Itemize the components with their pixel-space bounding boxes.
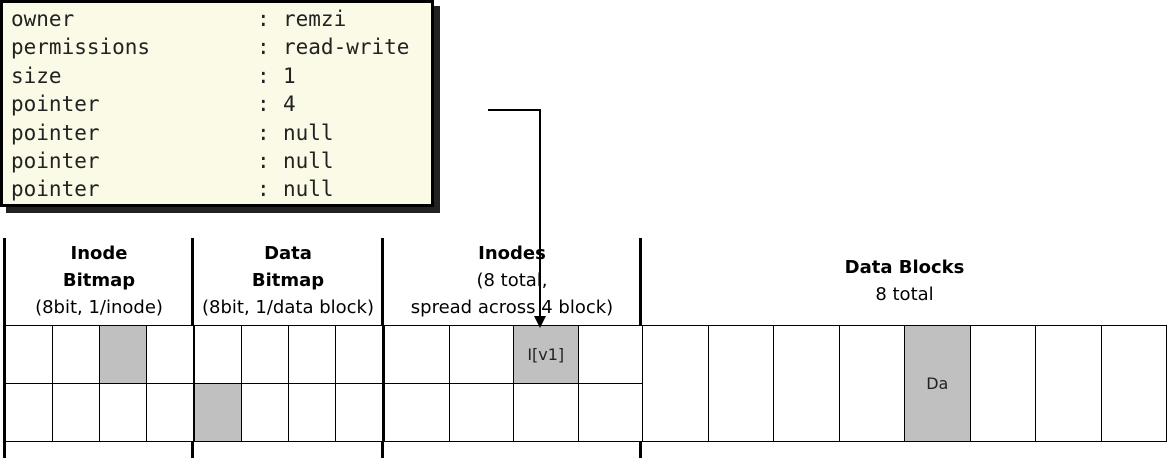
data-block-cell — [773, 325, 840, 442]
inode-field-value: null — [283, 177, 334, 202]
data-bitmap-detail: (8bit, 1/data block) — [202, 297, 374, 318]
inode-bitmap-detail: (8bit, 1/inode) — [35, 297, 163, 318]
data-bitmap-cell — [194, 383, 242, 442]
inode-bitmap-cell — [146, 383, 194, 442]
inode-field-value: read-write — [283, 35, 410, 60]
inode-field-separator: : — [257, 63, 270, 88]
data-blocks-title: Data Blocks — [844, 257, 965, 278]
inodes-title: Inodes — [478, 243, 546, 264]
inode-bitmap-cell — [52, 325, 100, 384]
inode-field-separator: : — [257, 120, 270, 145]
data-bitmap-header: Data Bitmap (8bit, 1/data block) — [194, 240, 382, 321]
data-bitmap-cell — [288, 325, 336, 384]
data-block-cell — [1035, 325, 1102, 442]
inode-field-value: null — [283, 120, 334, 145]
data-block-cell — [969, 325, 1036, 442]
data-block-cell: Da — [904, 325, 971, 442]
inode-cell — [577, 325, 643, 384]
data-blocks-detail: 8 total — [875, 284, 934, 305]
inode-field-value: 4 — [283, 92, 296, 117]
inode-bitmap-title1: Inode — [70, 243, 128, 264]
inode-bitmap-header: Inode Bitmap (8bit, 1/inode) — [6, 240, 192, 321]
data-blocks-header: Data Blocks 8 total — [642, 254, 1167, 308]
inode-cell — [577, 383, 643, 442]
separator-left — [3, 238, 6, 458]
inode-field-name: pointer — [11, 120, 100, 145]
inode-cell: I[v1] — [513, 325, 579, 384]
inode-field-value: null — [283, 149, 334, 173]
inode-field-name: size — [11, 63, 62, 88]
inode-field-name: permissions — [11, 35, 151, 60]
inode-field-separator: : — [257, 35, 270, 60]
inode-field-value: 1 — [283, 63, 296, 88]
inode-field-separator: : — [257, 92, 270, 117]
inodes-header: Inodes (8 total, spread across 4 block) — [384, 240, 640, 321]
inode-cell — [448, 383, 514, 442]
data-bitmap-cell — [241, 325, 289, 384]
inode-field-value: remzi — [283, 7, 347, 31]
inode-field-name: pointer — [11, 92, 100, 117]
data-block-cell — [707, 325, 774, 442]
inode-field-name: owner — [11, 7, 75, 31]
inode-bitmap-cell — [5, 383, 53, 442]
data-bitmap-title1: Data — [264, 243, 312, 264]
data-bitmap-cell — [241, 383, 289, 442]
inode-field-separator: : — [257, 177, 270, 202]
data-bitmap-cell — [335, 383, 383, 442]
data-bitmap-cell — [335, 325, 383, 384]
inode-field-name: pointer — [11, 149, 100, 173]
inode-field-name: pointer — [11, 177, 100, 202]
inode-field-separator: : — [257, 149, 270, 173]
inode-cell — [384, 383, 450, 442]
data-bitmap-title2: Bitmap — [251, 270, 325, 291]
inodes-detail1: (8 total, — [476, 270, 548, 291]
inodes-detail2: spread across 4 block) — [410, 297, 614, 318]
inode-bitmap-title2: Bitmap — [62, 270, 136, 291]
inode-bitmap-cell — [5, 325, 53, 384]
data-block-cell — [1100, 325, 1167, 442]
inode-field-separator: : — [257, 7, 270, 31]
